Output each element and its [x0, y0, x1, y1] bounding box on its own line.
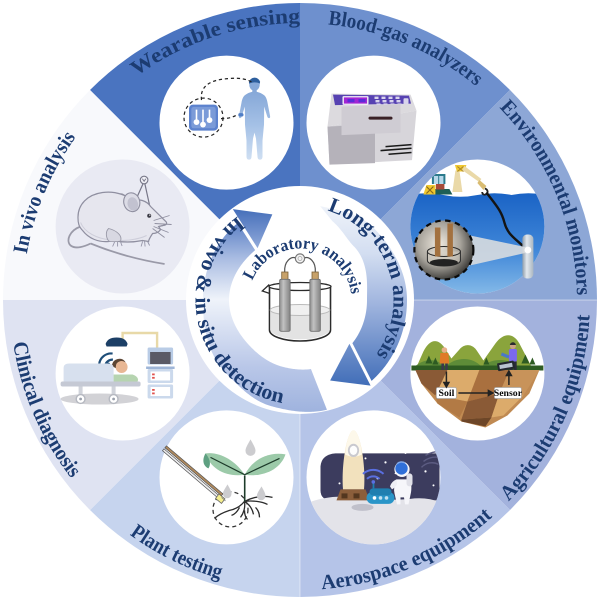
svg-text:Sensor: Sensor: [494, 388, 523, 399]
svg-text:Soil: Soil: [439, 388, 455, 399]
